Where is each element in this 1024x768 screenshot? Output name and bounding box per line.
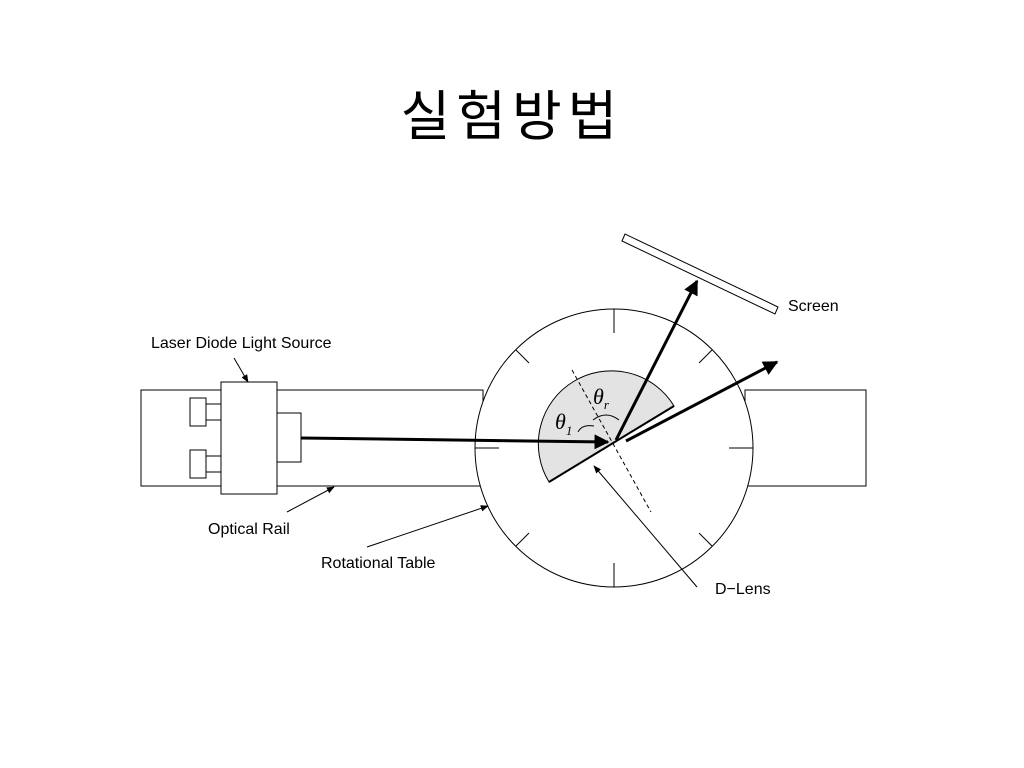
laser-source-label: Laser Diode Light Source bbox=[151, 335, 332, 352]
incident-beam bbox=[300, 434, 610, 450]
optical-rail-right bbox=[744, 389, 867, 487]
d-lens bbox=[537, 370, 675, 483]
rotational-table bbox=[474, 308, 754, 588]
rotational-table-pointer bbox=[366, 505, 489, 548]
theta-reflected-arc bbox=[592, 414, 620, 421]
laser-diode-source bbox=[189, 381, 302, 495]
d-lens-label: D−Lens bbox=[715, 581, 771, 598]
screen-label: Screen bbox=[788, 298, 839, 315]
laser-source-pointer bbox=[233, 357, 249, 383]
transmitted-beam bbox=[625, 360, 779, 443]
theta-incident-label: θ1 bbox=[555, 409, 572, 438]
optical-rail-label: Optical Rail bbox=[208, 521, 290, 538]
theta-incident-arc bbox=[577, 425, 595, 433]
reflected-beam bbox=[614, 279, 699, 441]
d-lens-flat-face bbox=[548, 405, 675, 483]
theta-reflected-label: θr bbox=[593, 384, 610, 412]
slide-title: 실험방법 bbox=[400, 85, 624, 148]
screen bbox=[621, 233, 779, 315]
normal-line bbox=[571, 369, 652, 513]
rotational-table-label: Rotational Table bbox=[321, 555, 436, 572]
d-lens-pointer bbox=[593, 465, 698, 588]
optical-rail-pointer bbox=[286, 486, 335, 513]
